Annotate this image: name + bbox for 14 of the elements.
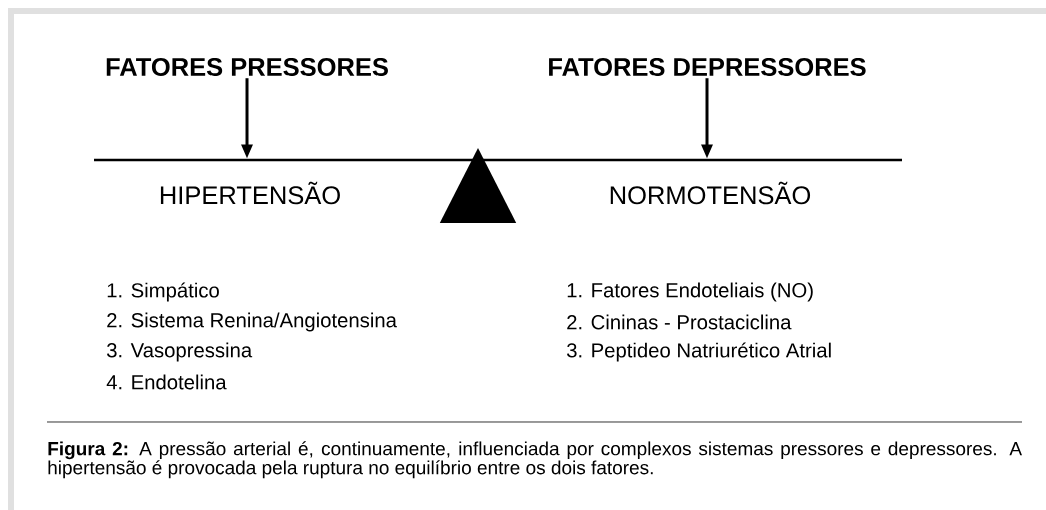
list-item: 3. Peptideo Natriurético Atrial [567,342,831,362]
list-item: 2. Sistema Renina/Angiotensina [107,312,397,332]
list-item: 1. Fatores Endoteliais (NO) [567,282,813,302]
fulcrum-triangle [439,147,517,223]
state-label: NORMOTENSÃO [610,181,811,205]
heading-text: FATORES PRESSORES [106,57,388,76]
balance-beam [94,158,902,162]
list-item: 2. Cininas - Prostaciclina [567,314,792,330]
figure-caption: Figura 2: A pressão arterial é, continuamente, influenciada por complexos sistemas pressores e depressores. A hipertensão é provocada pela ruptura no equilíbrio entre os dois fatores. [48,441,1022,479]
state-label: HIPERTENSÃO [160,181,340,205]
list-item: 4. Endotelina [106,374,227,390]
list-item: 1. Simpático [107,282,219,302]
heading-text: FATORES DEPRESSORES [549,57,866,76]
list-item: 3. Vasopressina [107,342,253,362]
